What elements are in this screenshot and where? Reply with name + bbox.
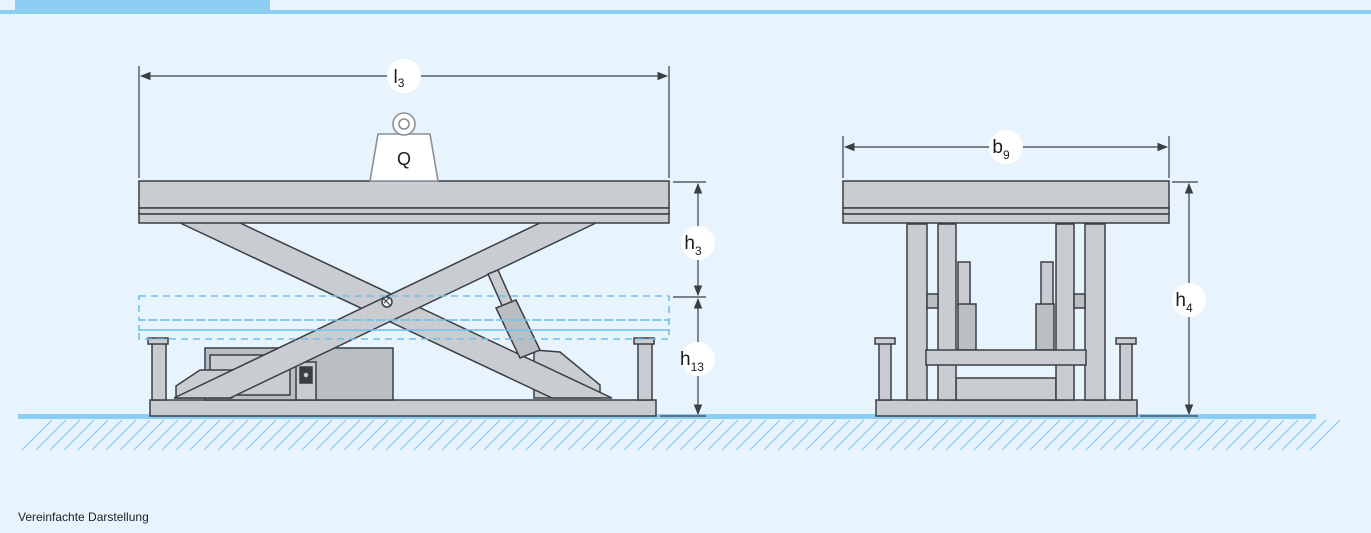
- front-cyl-left-body: [957, 303, 977, 351]
- dimension-h3-badge: [681, 226, 715, 260]
- top-header-bar: [0, 0, 1371, 14]
- dimension-b9-badge: [989, 130, 1023, 164]
- side-cylinder-body: [494, 299, 542, 359]
- front-base-frame: [875, 399, 1138, 417]
- front-post-left-cap: [874, 337, 896, 345]
- front-arm-left-outer: [906, 223, 928, 401]
- dimension-h13-label: h: [680, 349, 691, 370]
- side-post-left: [151, 341, 167, 401]
- front-axle-right: [1073, 293, 1086, 309]
- side-table-frame-1: [138, 207, 670, 215]
- svg-text:b9: b9: [992, 137, 1010, 162]
- weight-icon: Q: [369, 112, 439, 182]
- svg-text:h3: h3: [684, 233, 702, 258]
- dimension-b9-sub: 9: [1003, 148, 1010, 162]
- side-table-frame-2: [138, 213, 670, 224]
- front-post-right: [1119, 341, 1133, 401]
- side-table-top: [138, 180, 670, 209]
- dimension-h4-sub: 4: [1186, 301, 1193, 315]
- svg-text:h4: h4: [1175, 290, 1193, 315]
- dimension-h3-label: h: [684, 233, 695, 254]
- front-arm-right-outer: [1084, 223, 1106, 401]
- front-arm-left-inner: [937, 223, 957, 401]
- front-table-frame-1: [842, 207, 1170, 215]
- header-tab: [15, 0, 270, 13]
- side-post-left-cap: [147, 337, 169, 345]
- side-lowered-position: [138, 295, 670, 340]
- dimension-l3-sub: 3: [398, 76, 405, 90]
- front-axle-left: [926, 293, 939, 309]
- front-base-block: [955, 377, 1057, 401]
- dimension-h13-sub: 13: [691, 360, 705, 374]
- dimension-h13-badge: [681, 342, 715, 376]
- front-table-frame-2: [842, 213, 1170, 224]
- side-view: [138, 180, 670, 417]
- dimension-h4-label: h: [1175, 290, 1186, 311]
- front-cyl-right-body: [1035, 303, 1055, 351]
- svg-text:l3: l3: [394, 67, 405, 90]
- front-table-top: [842, 180, 1170, 209]
- front-cyl-right-top: [1040, 261, 1054, 307]
- side-base-frame: [149, 399, 657, 417]
- ground-hatch: [21, 419, 1341, 451]
- dimension-l3-badge: [387, 59, 421, 93]
- dimension-h3-sub: 3: [695, 244, 702, 258]
- caption: Vereinfachte Darstellung: [18, 510, 149, 524]
- side-valve-knob: [302, 371, 310, 379]
- dimension-b9-label: b: [992, 137, 1003, 158]
- dimension-h4-badge: [1172, 283, 1206, 317]
- svg-text:h13: h13: [680, 349, 704, 374]
- front-post-right-cap: [1115, 337, 1137, 345]
- front-cyl-left-top: [957, 261, 971, 307]
- side-post-right: [637, 341, 653, 401]
- front-post-left: [878, 341, 892, 401]
- side-post-right-cap: [633, 337, 655, 345]
- dimension-l3-label: l: [394, 67, 398, 88]
- header-line: [0, 10, 1371, 14]
- front-crossbar: [925, 349, 1087, 366]
- front-arm-right-inner: [1055, 223, 1075, 401]
- load-label: Q: [397, 149, 411, 169]
- front-view: [842, 180, 1170, 417]
- ground: [18, 414, 1341, 451]
